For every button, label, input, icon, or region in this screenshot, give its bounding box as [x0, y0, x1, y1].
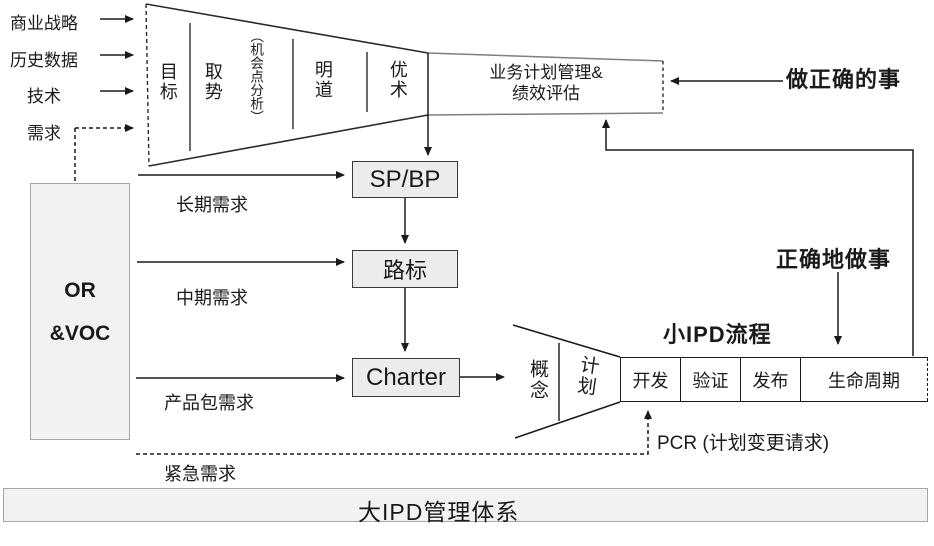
channel-line1: 业务计划管理& [489, 63, 603, 82]
small-funnel-plan: 计划 [573, 353, 600, 399]
roadmap-label: 路标 [382, 258, 427, 283]
small-ipd-title: 小IPD流程 [663, 322, 772, 347]
funnel-col-opportunity: （机会点分析） [248, 29, 264, 124]
sp-bp-label: SP/BP [369, 165, 441, 193]
funnel-col-tactics: 优术 [387, 60, 408, 100]
business-plan-channel-label: 业务计划管理& 绩效评估 [432, 62, 660, 104]
stage-verify: 验证 [681, 358, 741, 401]
pcr-arrow [136, 410, 652, 455]
flow-label-urgent: 紧急需求 [164, 464, 236, 484]
flow-label-mid-term: 中期需求 [176, 288, 248, 308]
charter-label: Charter [365, 363, 447, 391]
ipd-stage-row: 开发 验证 发布 生命周期 [620, 357, 928, 402]
pcr-label: PCR (计划变更请求) [657, 433, 830, 454]
sp-bp-box: SP/BP [352, 161, 458, 198]
stage-lifecycle: 生命周期 [801, 358, 928, 401]
input-arrows [74, 15, 134, 181]
stage-develop: 开发 [621, 358, 681, 401]
flow-label-long-term: 长期需求 [176, 195, 248, 215]
footer-bar: 大IPD管理体系 [3, 488, 928, 525]
principle-arrows [670, 77, 842, 345]
funnel-col-goal: 目标 [157, 62, 178, 102]
roadmap-box: 路标 [352, 250, 458, 288]
big-funnel [145, 3, 664, 167]
input-label-history-data: 历史数据 [10, 51, 78, 70]
or-voc-line1: OR [64, 278, 96, 302]
chain-arrows [401, 53, 505, 381]
channel-line2: 绩效评估 [512, 84, 580, 103]
note-do-right-things: 做正确的事 [786, 67, 902, 92]
feedback-loop [602, 119, 914, 356]
funnel-col-trend: 取势 [202, 62, 223, 102]
input-label-demand: 需求 [27, 124, 61, 143]
footer-title: 大IPD管理体系 [358, 499, 520, 525]
or-voc-line2: &VOC [49, 321, 111, 345]
funnel-col-path: 明道 [312, 60, 333, 100]
input-label-technology: 技术 [27, 87, 61, 106]
or-voc-box: OR &VOC [30, 183, 130, 440]
charter-box: Charter [352, 358, 460, 397]
small-funnel-concept: 概念 [526, 359, 548, 401]
note-do-things-right: 正确地做事 [776, 247, 892, 272]
flow-label-product-package: 产品包需求 [164, 393, 254, 413]
stage-release: 发布 [741, 358, 801, 401]
small-funnel [512, 324, 621, 439]
flow-arrows [136, 171, 345, 382]
input-label-business-strategy: 商业战略 [10, 14, 78, 33]
